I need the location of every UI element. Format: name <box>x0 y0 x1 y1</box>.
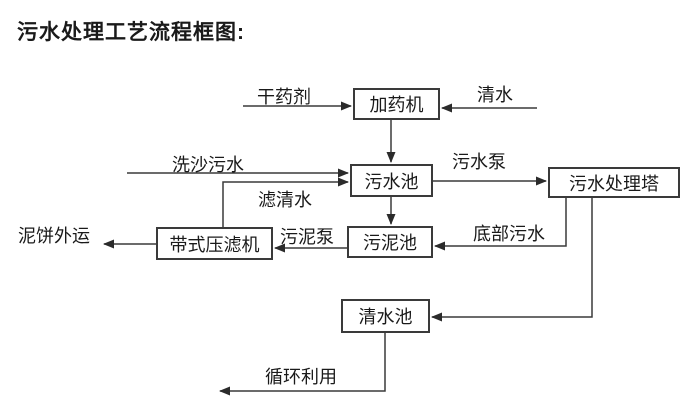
node-sewage-treatment-tower-label: 污水处理塔 <box>569 173 659 194</box>
node-sludge-pool: 污泥池 <box>347 226 433 258</box>
node-dosing-machine: 加药机 <box>353 88 440 120</box>
edge-label-sewage-pump: 污水泵 <box>452 152 506 172</box>
node-dosing-machine-label: 加药机 <box>369 95 424 115</box>
edge-bottom-sewage-tower-to-sludge-pool <box>434 198 567 251</box>
node-sewage-treatment-tower: 污水处理塔 <box>548 167 680 198</box>
edge-label-filtered-water: 滤清水 <box>258 190 312 210</box>
node-clean-water-pool-label: 清水池 <box>358 307 413 327</box>
edge-tower-to-clean-water-pool <box>431 198 593 322</box>
edge-label-sludge-pump: 污泥泵 <box>280 227 334 247</box>
edge-label-sand-washing-sewage: 洗沙污水 <box>172 155 244 175</box>
edge-label-bottom-sewage: 底部污水 <box>473 224 545 244</box>
node-sludge-pool-label: 污泥池 <box>363 233 417 253</box>
node-sewage-pool-label: 污水池 <box>364 171 419 192</box>
node-sewage-pool: 污水池 <box>350 164 433 197</box>
node-belt-filter-press: 带式压滤机 <box>156 227 273 260</box>
diagram-title: 污水处理工艺流程框图: <box>17 21 245 44</box>
node-belt-filter-press-label: 带式压滤机 <box>169 234 260 255</box>
edge-label-dry-agent: 干药剂 <box>257 87 311 107</box>
edge-label-clean-water: 清水 <box>477 85 513 105</box>
edge-label-recycle: 循环利用 <box>265 367 337 387</box>
edge-label-mud-cake-out: 泥饼外运 <box>18 226 90 246</box>
edge-clean-water-pool-to-recycle <box>219 333 386 396</box>
node-clean-water-pool: 清水池 <box>341 299 430 333</box>
edge-filtered-water-press-to-sewage-pool <box>222 177 349 227</box>
